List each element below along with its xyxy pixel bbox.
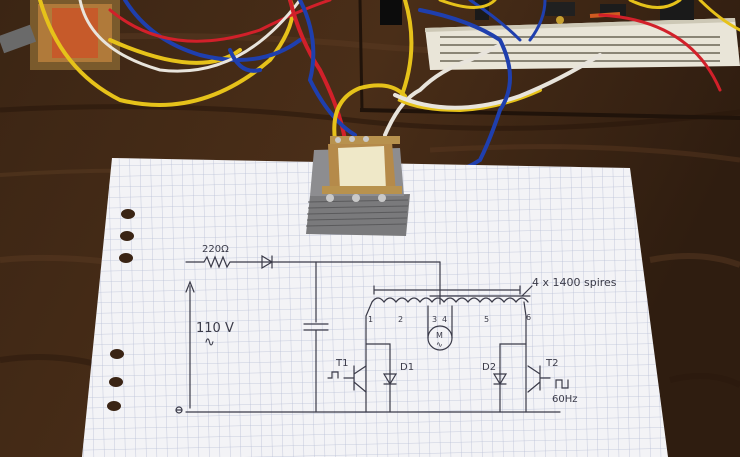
tap-1 [365, 301, 373, 341]
tap-label-3: 3 [432, 315, 437, 324]
motor [427, 325, 453, 351]
schematic [175, 254, 569, 414]
t1-pulse [327, 371, 339, 379]
tap-label-4: 4 [442, 315, 447, 324]
freq-label: 60Hz [552, 394, 578, 405]
source-symbol: ∿ [204, 335, 215, 350]
tap-label-1: 1 [368, 315, 373, 324]
tap-label-5: 5 [484, 315, 489, 324]
ground-rail [175, 409, 561, 413]
t2 [527, 365, 551, 393]
input-terminal [175, 406, 183, 414]
t1-label: T1 [335, 358, 348, 369]
background-transformer [0, 0, 120, 70]
d1-wire [365, 343, 391, 413]
resistor [203, 255, 263, 269]
d2-wire [499, 343, 527, 413]
d1 [382, 373, 398, 386]
t2-label: T2 [545, 358, 558, 369]
punch-holes [107, 209, 135, 411]
motor-symbol: ∿ [436, 340, 443, 349]
d1-label: D1 [400, 362, 414, 373]
coil [371, 297, 529, 303]
motor-leads [427, 305, 453, 339]
transformer [305, 136, 410, 236]
diode [261, 254, 441, 270]
capacitor [303, 323, 329, 413]
coil-label-arrow [521, 285, 533, 297]
motor-label: M [436, 331, 443, 340]
breadboard [380, 0, 740, 70]
tap-6 [523, 301, 527, 341]
coil-label: 4 x 1400 spires [532, 276, 617, 289]
voltage-arrow [185, 280, 195, 409]
source-label: 110 V [196, 321, 234, 336]
tap-label-2: 2 [398, 315, 403, 324]
d2 [492, 373, 508, 386]
wires [38, 0, 740, 181]
tap-label-6: 6 [526, 313, 531, 322]
d2-label: D2 [482, 362, 496, 373]
t1 [343, 365, 367, 393]
grid-paper [82, 158, 668, 457]
coil-core [373, 285, 521, 295]
t2-pulse [555, 379, 569, 389]
resistor-label: 220Ω [202, 244, 229, 255]
